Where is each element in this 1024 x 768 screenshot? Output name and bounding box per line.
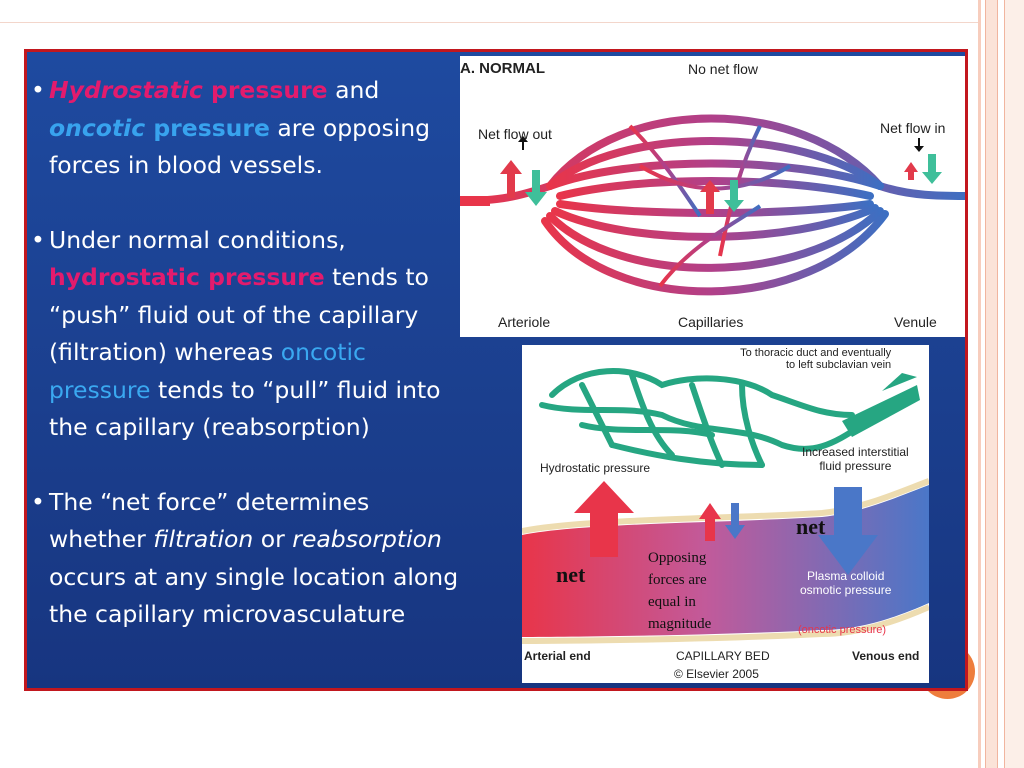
thoracic-duct-line-2: to left subclavian vein bbox=[786, 359, 892, 371]
pressure-arrows bbox=[574, 481, 878, 575]
bullet-text-segment: oncotic pressure bbox=[49, 338, 366, 404]
bullet-text-segment: filtration bbox=[153, 525, 254, 553]
bullet-text-segment: tends to “push” fluid out of the capilla… bbox=[49, 263, 429, 366]
bullet-2: •Under normal conditions, hydrostatic pr… bbox=[31, 222, 471, 447]
figure-a-title: A. NORMAL bbox=[460, 60, 545, 77]
bullet-dot: • bbox=[31, 487, 45, 516]
bullet-text-segment: reabsorption bbox=[292, 525, 442, 553]
opposing-note-line: Opposing bbox=[648, 550, 707, 566]
flow-arrows bbox=[500, 136, 942, 214]
venule-label: Venule bbox=[894, 314, 937, 330]
interstitial-pressure-label: Increased interstitial fluid pressure bbox=[802, 445, 909, 473]
opposing-note-line: magnitude bbox=[648, 616, 712, 632]
plasma-line-1: Plasma colloid bbox=[807, 569, 885, 583]
bullet-1: •Hydrostatic pressure and oncotic pressu… bbox=[31, 72, 471, 185]
bullet-text-segment: and bbox=[327, 76, 380, 104]
top-rule bbox=[0, 22, 978, 23]
plasma-line-2: osmotic pressure bbox=[800, 583, 892, 597]
decor-stripe bbox=[978, 0, 981, 768]
net-flow-out-label: Net flow out bbox=[478, 126, 552, 142]
decor-stripe bbox=[985, 0, 998, 768]
bullet-3: •The “net force” determines whether filt… bbox=[31, 484, 471, 634]
net-label-venous: net bbox=[796, 514, 826, 539]
bullet-text-segment: occurs at any single location along the … bbox=[49, 562, 459, 629]
opposing-note-line: forces are bbox=[648, 572, 707, 588]
arteriole-label: Arteriole bbox=[498, 314, 551, 330]
bullet-list: •Hydrostatic pressure and oncotic pressu… bbox=[31, 72, 471, 671]
opposing-forces-note: Opposing forces are equal in magnitude bbox=[648, 547, 711, 635]
bullet-text-segment: tends to “pull” fluid into the capillary… bbox=[49, 375, 441, 442]
bullet-text-segment: hydrostatic pressure bbox=[49, 263, 325, 291]
decor-stripe bbox=[1004, 0, 1024, 768]
interstitial-line-1: Increased interstitial bbox=[802, 445, 909, 459]
bullet-text-segment: or bbox=[253, 525, 293, 553]
no-net-flow-label: No net flow bbox=[688, 61, 759, 77]
bullet-dot: • bbox=[31, 225, 45, 254]
opposing-note-line: equal in bbox=[648, 594, 696, 610]
bullet-text-segment: oncotic bbox=[49, 113, 146, 142]
bullet-dot: • bbox=[31, 76, 45, 104]
hydrostatic-pressure-label: Hydrostatic pressure bbox=[540, 461, 651, 475]
thoracic-duct-line-1: To thoracic duct and eventually bbox=[740, 347, 892, 359]
slide-content-box: •Hydrostatic pressure and oncotic pressu… bbox=[24, 49, 968, 691]
bullet-text-segment: Under normal conditions, bbox=[49, 225, 346, 254]
copyright-label: © Elsevier 2005 bbox=[674, 667, 759, 681]
figure-normal-capillary-network: A. NORMAL No net flow Net flow out Net f… bbox=[460, 56, 965, 337]
venous-end-label: Venous end bbox=[852, 649, 920, 663]
figure-capillary-bed: To thoracic duct and eventually to left … bbox=[522, 345, 929, 683]
net-label-arterial: net bbox=[556, 562, 586, 587]
bullet-text-segment: The “net force” determines whether bbox=[49, 487, 370, 554]
bullet-text-segment: pressure bbox=[145, 113, 270, 142]
capillary-bed-label: CAPILLARY BED bbox=[676, 649, 770, 663]
thoracic-duct-label: To thoracic duct and eventually to left … bbox=[736, 347, 891, 371]
plasma-colloid-label: Plasma colloid osmotic pressure bbox=[800, 569, 891, 597]
oncotic-pressure-label: (oncotic pressure) bbox=[798, 624, 887, 636]
net-flow-in-label: Net flow in bbox=[880, 120, 946, 136]
bullet-text-segment: Hydrostatic bbox=[49, 76, 203, 104]
interstitial-line-2: fluid pressure bbox=[819, 459, 892, 473]
capillaries-label: Capillaries bbox=[678, 314, 744, 330]
arterial-end-label: Arterial end bbox=[524, 649, 591, 663]
bullet-text-segment: are opposing forces in blood vessels. bbox=[49, 113, 431, 180]
capillary-bed-drawing bbox=[522, 368, 929, 644]
capillary-network-drawing bbox=[460, 114, 965, 296]
bullet-text-segment: pressure bbox=[202, 76, 328, 104]
